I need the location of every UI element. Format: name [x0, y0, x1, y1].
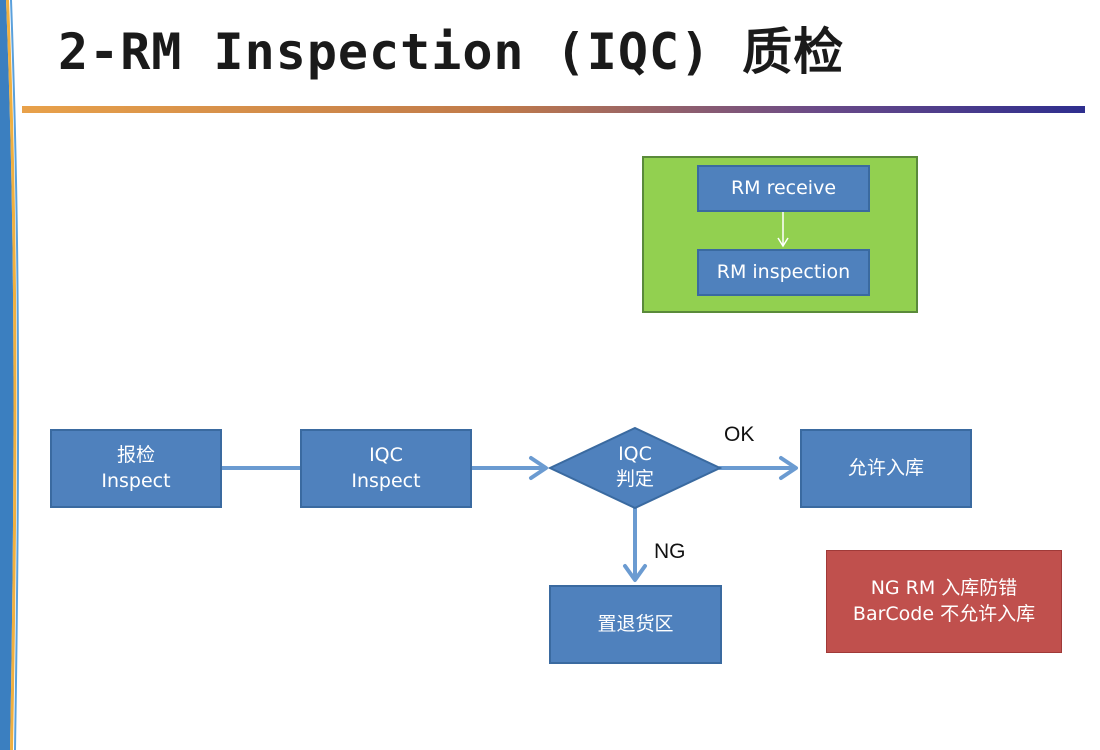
barcode-note: NG RM 入库防错 BarCode 不允许入库	[826, 550, 1062, 653]
accept-storage-step: 允许入库	[800, 429, 972, 508]
inspect-step: 报检 Inspect	[50, 429, 222, 508]
title-divider	[22, 106, 1085, 113]
arrowhead-decision-to-reject	[623, 564, 647, 582]
ok-label: OK	[724, 423, 755, 446]
rm-inspection-step: RM inspection	[697, 249, 870, 296]
rm-receive-step: RM receive	[697, 165, 870, 212]
decision-label: IQC 判定	[615, 443, 654, 490]
return-area-step: 置退货区	[549, 585, 722, 664]
iqc-decision-diamond	[547, 426, 723, 510]
page-title: 2-RM Inspection (IQC) 质检	[58, 23, 845, 81]
iqc-inspect-step: IQC Inspect	[300, 429, 472, 508]
panel-arrow	[777, 212, 789, 248]
arrowhead-decision-to-accept	[779, 456, 798, 480]
left-decorative-band	[0, 0, 20, 750]
ng-label: NG	[654, 540, 686, 563]
arrowhead-iqc-to-decision	[529, 456, 548, 480]
